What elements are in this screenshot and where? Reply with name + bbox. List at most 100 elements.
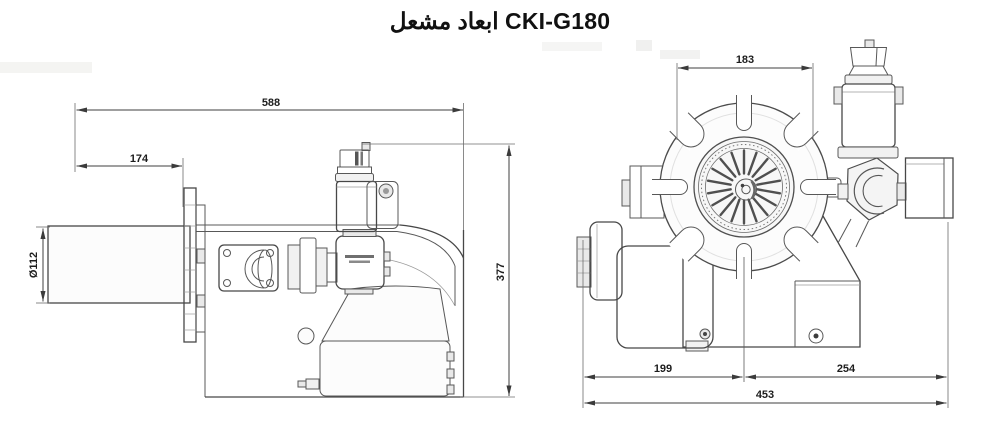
flange-bolt-hole [223, 249, 231, 257]
fan-blade [719, 157, 737, 178]
fan-scroll [389, 224, 465, 307]
dim-total-height: 377 [495, 263, 507, 281]
coil-connector [849, 47, 888, 67]
front-view-drawing [576, 39, 954, 382]
connector-seam [875, 47, 878, 66]
fan-blade [756, 188, 782, 195]
outlet-pipe-cylinder [904, 157, 954, 219]
flange-back-plate [195, 204, 206, 333]
pipe-adapter-small [326, 252, 338, 283]
dim-total-length: 588 [262, 97, 280, 109]
connector-pin [864, 39, 875, 48]
scroll-lower-curve [389, 259, 456, 307]
fan-blade [747, 198, 758, 223]
fan-blade [747, 151, 758, 176]
fan-blades [706, 149, 782, 225]
motor-body [589, 221, 623, 301]
flange-bolt-hole [223, 279, 231, 287]
coil-tab [894, 86, 904, 105]
scroll-inner-curve [396, 231, 456, 267]
hub-clip [750, 180, 756, 200]
flange-notch [780, 111, 820, 151]
coil-body [335, 180, 378, 233]
dim-head-length: 174 [130, 153, 149, 165]
fan-blade [719, 196, 737, 217]
smudge [636, 40, 652, 51]
control-box [616, 245, 714, 349]
page-title: ابعاد مشعل CKI-G180 [389, 8, 611, 34]
coil-connector [339, 149, 370, 168]
flange-slot [650, 179, 688, 195]
bottom-fitting-nut [297, 380, 307, 388]
impeller-outer-ring [693, 136, 795, 238]
switch-label-illegible [349, 260, 370, 263]
gas-valve-assembly-front [833, 39, 954, 248]
switch-bottom-tab [344, 288, 374, 295]
dim-total-width: 453 [756, 389, 774, 401]
smudge [0, 62, 92, 73]
connector-stripe [355, 151, 359, 166]
valve-support-leg [855, 220, 869, 248]
dim-center-left: 199 [654, 363, 672, 375]
side-view-drawing [47, 103, 465, 398]
dim-center-right: 254 [837, 363, 856, 375]
scroll-outer-curve [399, 224, 465, 259]
coil-top-flange [844, 74, 893, 85]
mounting-flange [183, 187, 206, 343]
coil-cap [335, 173, 374, 182]
coil-step [337, 166, 372, 174]
blast-tube [47, 225, 191, 304]
bottom-panel [319, 340, 451, 397]
connector-stripe [360, 151, 363, 166]
gas-train [218, 229, 391, 295]
pipe-coupling [287, 244, 301, 290]
panel-bolt [446, 351, 455, 362]
flange-notch [780, 223, 820, 263]
gas-inlet-flange [218, 244, 279, 292]
valve-side-plate [366, 181, 399, 229]
fan-blade [751, 157, 769, 178]
hex-bore-inner [862, 174, 883, 208]
side-view-dimensions: 588 174 Ø112 377 [28, 97, 515, 398]
flange-bolt [196, 248, 206, 264]
valve-support-leg [837, 218, 852, 244]
smudge [660, 50, 700, 59]
impeller-ring [705, 148, 783, 226]
pipe-adapter [315, 247, 328, 287]
flange-bolt [196, 294, 206, 308]
fan-blade [706, 188, 732, 195]
gas-elbow-outer [244, 249, 265, 289]
fan-blade [706, 179, 732, 186]
smudge [542, 42, 602, 51]
fan-blade [711, 167, 734, 182]
left-bracket-lug [621, 179, 631, 207]
control-box-screw-center [703, 332, 707, 336]
inlet-link [837, 183, 849, 200]
hex-bore-outer [853, 167, 885, 215]
switch-terminal [383, 266, 391, 277]
fan-impeller [693, 136, 795, 238]
sight-hole [297, 327, 315, 345]
gas-pipe-end [257, 249, 273, 289]
valve-hex-body [846, 157, 899, 221]
valve-base-flange [837, 146, 899, 159]
fan-blade [730, 198, 741, 223]
plate-eyelet-hole [383, 188, 389, 194]
fan-blade [751, 196, 769, 217]
flange-slot [800, 179, 838, 195]
dim-flange-width: 183 [736, 54, 754, 66]
panel-bolt [808, 328, 824, 344]
dim-tube-diameter: Ø112 [28, 252, 40, 278]
impeller-hub [735, 178, 757, 201]
coil-neck [848, 65, 889, 76]
flange-notch [668, 111, 708, 151]
solenoid-coil [841, 83, 896, 148]
bottom-fitting [305, 378, 320, 390]
hub-shaft [741, 184, 751, 195]
body-foot [685, 340, 709, 352]
fan-blade [756, 179, 782, 186]
impeller-tick-ring [701, 144, 787, 230]
outlet-link [896, 182, 907, 201]
